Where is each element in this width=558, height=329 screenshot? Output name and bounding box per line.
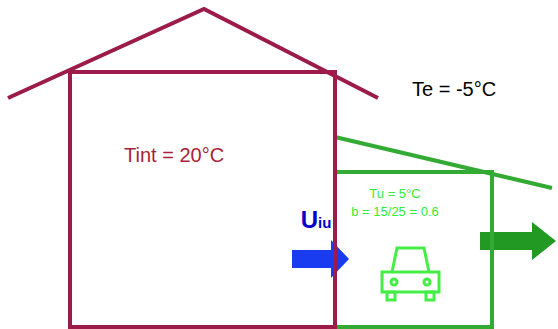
garage-roof xyxy=(335,137,552,188)
house-box: Tint = 20°C xyxy=(68,70,337,329)
heat-flow-arrow xyxy=(292,240,349,278)
house-roof xyxy=(8,9,378,98)
transmission-coefficient: Uiu xyxy=(299,206,334,234)
reduction-factor: b = 15/25 = 0.6 xyxy=(351,204,438,219)
interior-temperature: Tint = 20°C xyxy=(124,144,224,167)
garage-box: Tu = 5°C b = 15/25 = 0.6 xyxy=(337,170,494,329)
car-icon xyxy=(382,248,439,300)
unheated-temperature: Tu = 5°C xyxy=(369,186,420,201)
exterior-temperature: Te = -5°C xyxy=(412,78,496,101)
